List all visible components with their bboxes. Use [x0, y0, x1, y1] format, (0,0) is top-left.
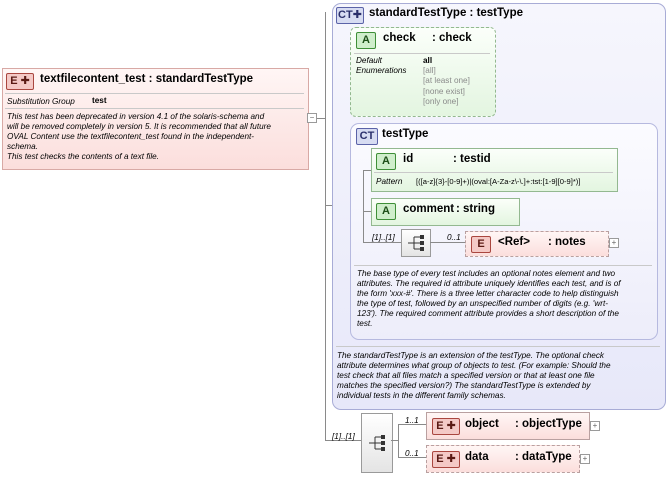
standard-test-type-documentation: The standardTestType is an extension of … [337, 351, 611, 400]
object-element-name: object [465, 418, 499, 430]
data-element-name: data [465, 451, 489, 463]
id-attribute-box[interactable] [371, 148, 618, 192]
notes-cardinality: 0..1 [447, 233, 461, 242]
plus-icon: ✚ [352, 9, 362, 21]
root-element-name[interactable]: textfilecontent_test : standardTestType [40, 73, 254, 85]
test-type-title: testType [382, 128, 429, 140]
comment-attribute-type: : string [456, 203, 495, 215]
complex-type-badge: CT✚ [336, 7, 364, 24]
sequence-icon [369, 435, 385, 451]
complex-type-badge: CT [356, 128, 378, 145]
enumeration-value: [at least one] [423, 76, 470, 85]
test-type-documentation: The base type of every test includes an … [357, 269, 621, 328]
enumerations-label: Enumerations [356, 66, 407, 75]
sequence-compositor[interactable] [401, 229, 431, 257]
comment-attribute-box[interactable] [371, 198, 520, 226]
default-label: Default [356, 56, 382, 65]
root-documentation: This test has been deprecated in version… [7, 112, 271, 161]
object-cardinality: 1..1 [405, 416, 419, 425]
enumeration-value: [only one] [423, 97, 459, 106]
sequence-icon [408, 235, 424, 251]
attribute-badge: A [376, 203, 396, 220]
id-attribute-name: id [403, 153, 414, 165]
attribute-badge: A [376, 153, 396, 170]
substitution-group-label: Substitution Group [7, 97, 75, 106]
data-element-type: : dataType [515, 451, 572, 463]
id-attribute-type: : testid [453, 153, 491, 165]
standard-test-type-title: standardTestType : testType [369, 7, 524, 19]
element-badge: E ✚ [432, 451, 460, 468]
collapse-toggle-icon[interactable]: − [307, 113, 317, 123]
comment-attribute-name: comment [403, 203, 455, 215]
plus-icon: ✚ [443, 453, 456, 465]
notes-ref-type: : notes [548, 236, 586, 248]
expand-data-icon[interactable]: + [580, 454, 590, 464]
enumeration-value: [all] [423, 66, 436, 75]
substitution-group-value: test [92, 96, 107, 105]
check-attribute-name: check [383, 32, 416, 44]
root-element-box[interactable] [2, 68, 309, 170]
attribute-badge: A [356, 32, 376, 49]
plus-icon: ✚ [443, 420, 456, 432]
content-sequence-compositor[interactable] [361, 413, 393, 473]
element-badge: E ✚ [6, 73, 34, 90]
content-sequence-cardinality: [1]..[1] [332, 432, 355, 441]
sequence-cardinality: [1]..[1] [372, 233, 395, 242]
expand-notes-icon[interactable]: + [609, 238, 619, 248]
default-value: all [423, 56, 433, 65]
element-badge: E ✚ [432, 418, 460, 435]
data-cardinality: 0..1 [405, 449, 419, 458]
enumeration-value: [none exist] [423, 87, 465, 96]
element-badge: E [471, 236, 491, 253]
check-attribute-type: : check [432, 32, 472, 44]
expand-object-icon[interactable]: + [590, 421, 600, 431]
pattern-value: [([a-z]{3}-[0-9]+)|(oval:[A-Za-z\-\.]+:t… [416, 177, 581, 186]
plus-icon: ✚ [17, 75, 30, 87]
notes-ref-name: <Ref> [498, 236, 530, 248]
object-element-type: : objectType [515, 418, 582, 430]
pattern-label: Pattern [376, 177, 403, 186]
